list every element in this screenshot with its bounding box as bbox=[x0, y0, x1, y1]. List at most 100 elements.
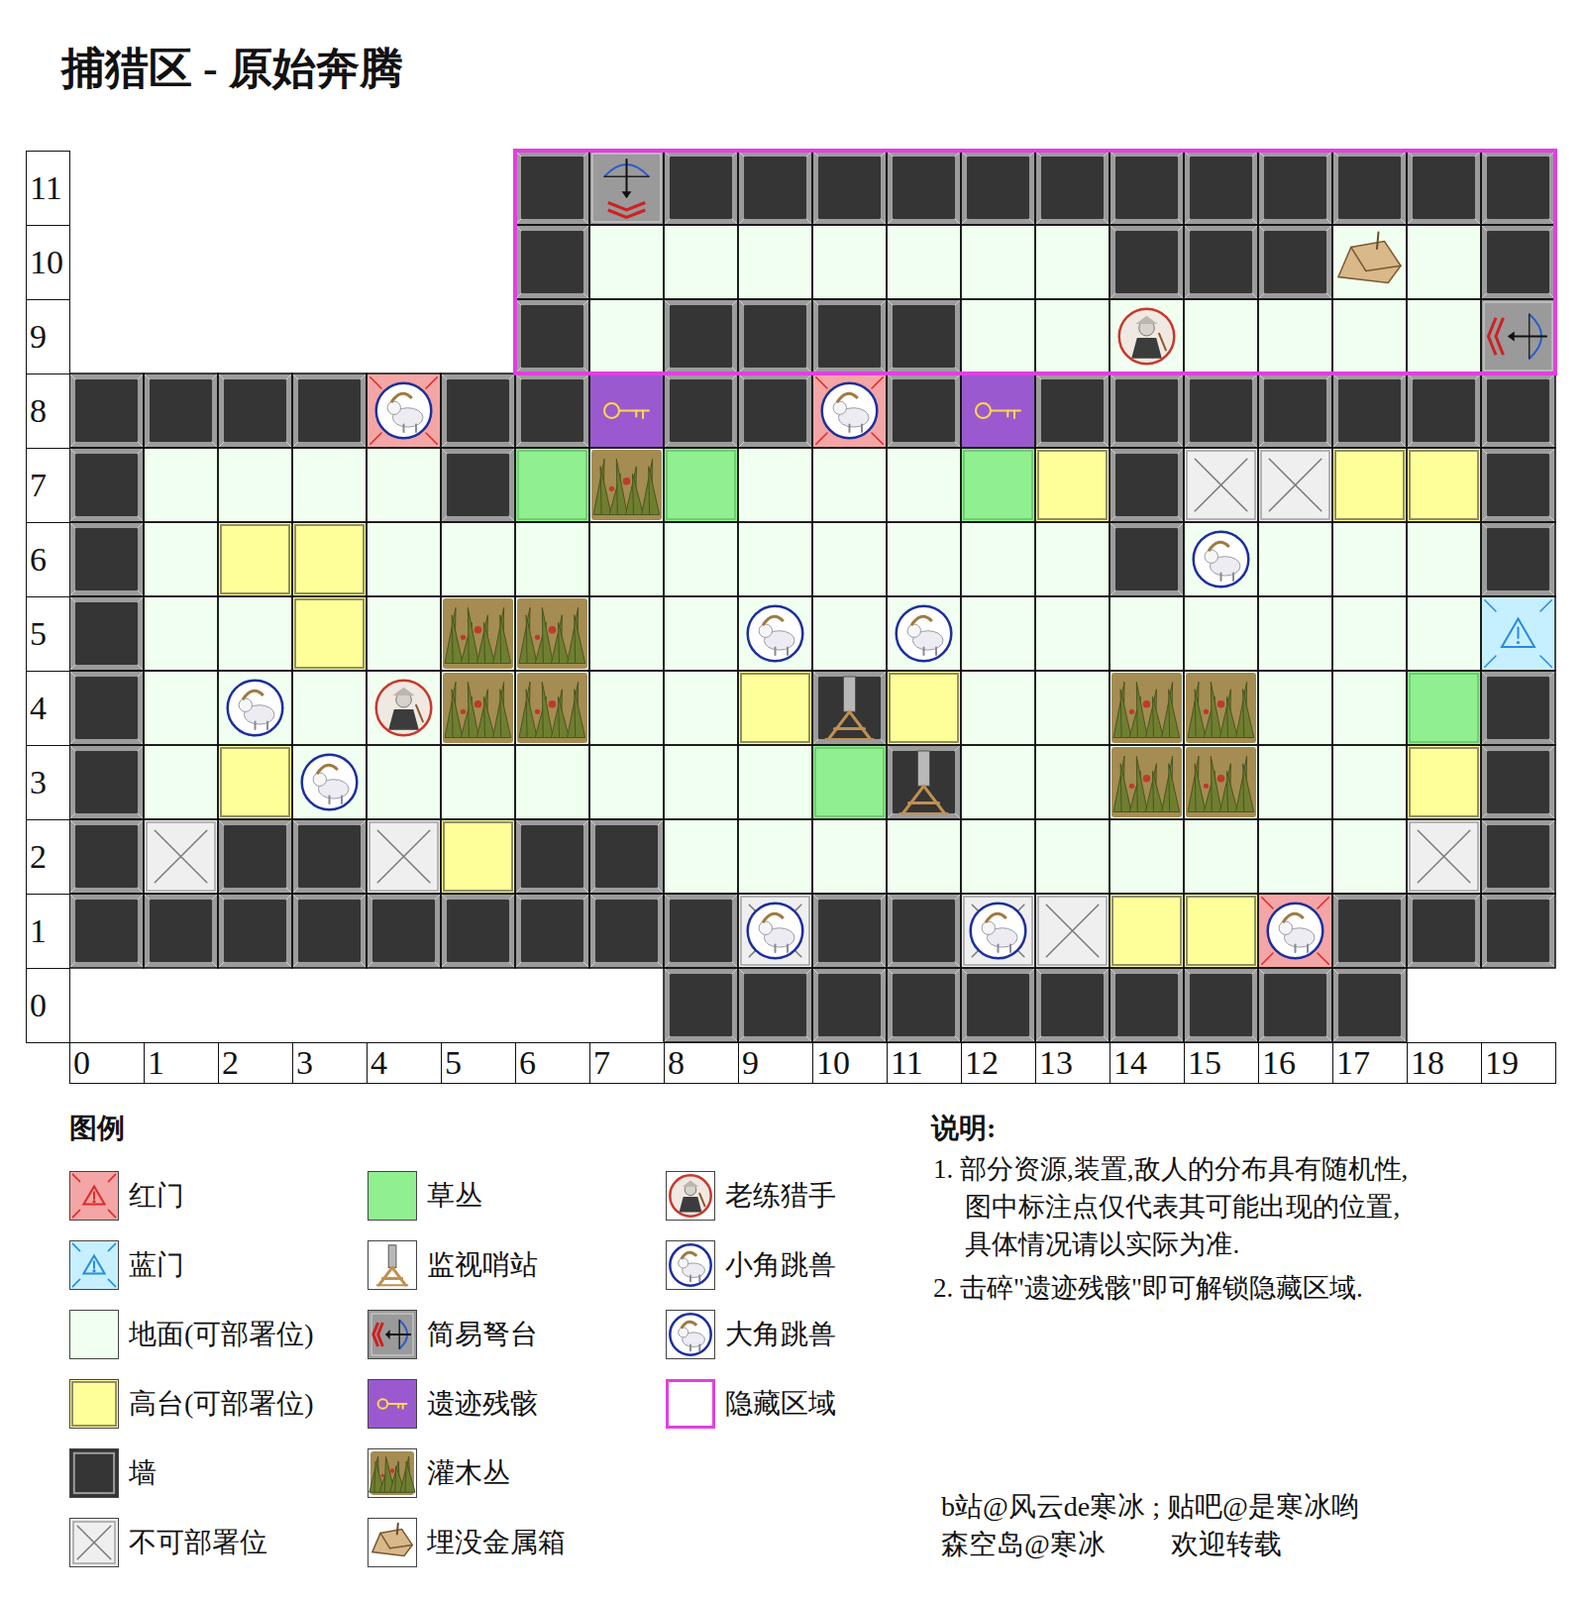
grid-lines-part bbox=[589, 893, 664, 968]
grid-lines-part bbox=[1406, 893, 1481, 968]
grid-lines-part bbox=[440, 522, 516, 597]
ground-tile bbox=[663, 522, 739, 597]
wall-tile-part bbox=[1549, 961, 1556, 968]
grid-lines-part bbox=[812, 299, 887, 374]
grass-tile-part bbox=[963, 450, 1033, 520]
wall-tile-part bbox=[521, 825, 584, 888]
grid-lines-part bbox=[1183, 522, 1259, 597]
goat-icon-part bbox=[1268, 903, 1324, 959]
wall-tile-part bbox=[75, 825, 138, 888]
bush-tile-part bbox=[451, 615, 463, 664]
ground-tile bbox=[1035, 819, 1110, 894]
goat-icon-part bbox=[387, 401, 401, 415]
wall-tile-part bbox=[1480, 893, 1487, 900]
warning-icon bbox=[1501, 619, 1535, 648]
wall-tile-part bbox=[137, 739, 144, 745]
wall-tile-part bbox=[583, 293, 590, 300]
wall-tile-part bbox=[1332, 967, 1407, 1043]
ground-tile bbox=[812, 819, 887, 894]
grass-tile-part bbox=[812, 744, 887, 820]
wall-tile-part bbox=[286, 819, 293, 826]
legend-icon bbox=[70, 1449, 118, 1497]
hunter-icon-part bbox=[376, 680, 432, 737]
goat-icon-part bbox=[242, 690, 264, 700]
wall-tile-part bbox=[1109, 218, 1116, 225]
wall-tile-part bbox=[954, 893, 961, 900]
wall-tile-part bbox=[1109, 590, 1116, 597]
wall-tile-part bbox=[1029, 967, 1036, 974]
ground-tile bbox=[217, 447, 293, 523]
grid-lines-part bbox=[1035, 819, 1110, 894]
wall-tile-part bbox=[1480, 447, 1556, 523]
wall-tile-part bbox=[1109, 224, 1116, 231]
relic-icon-part bbox=[619, 410, 649, 413]
ground-tile-part bbox=[960, 522, 1036, 597]
legend-text: 遗迹残骸 bbox=[426, 1384, 538, 1423]
wall-tile bbox=[69, 447, 144, 523]
grid-lines-part bbox=[292, 744, 367, 820]
no-deploy-tile-part bbox=[377, 830, 430, 883]
grid-lines-part bbox=[812, 744, 887, 820]
ground-tile-part bbox=[1035, 596, 1110, 671]
wall-tile-part bbox=[515, 224, 590, 300]
grid-lines-part bbox=[1406, 224, 1481, 300]
relic-icon bbox=[975, 403, 1021, 419]
ground-tile-part bbox=[1035, 522, 1110, 597]
ground-tile-part bbox=[1406, 596, 1481, 671]
grid-lines-part bbox=[143, 819, 218, 894]
wall-tile-part bbox=[1258, 967, 1333, 1043]
ground-tile-part bbox=[1332, 744, 1407, 820]
wall-tile-part bbox=[1115, 453, 1178, 517]
grid-lines-part bbox=[738, 373, 813, 448]
wall-tile-part bbox=[663, 893, 739, 968]
metal-box-icon-part bbox=[1366, 265, 1401, 271]
no-deploy-tile-part bbox=[1268, 458, 1322, 512]
ground-tile-part bbox=[1109, 670, 1184, 745]
wall-tile-part bbox=[137, 893, 144, 900]
ground-tile bbox=[738, 744, 813, 820]
high-ground-tile bbox=[1332, 447, 1407, 523]
wall-tile-part bbox=[743, 973, 807, 1037]
ground-tile-part bbox=[515, 744, 590, 820]
wall-tile bbox=[515, 819, 590, 894]
bush-tile bbox=[591, 449, 662, 521]
grid-lines-part bbox=[366, 447, 441, 523]
ground-tile bbox=[1332, 744, 1407, 820]
column-number: 11 bbox=[886, 1042, 962, 1084]
wall-tile-part bbox=[217, 819, 224, 826]
grid-lines-part bbox=[217, 522, 293, 597]
ground-tile-part bbox=[589, 447, 664, 523]
grid-lines-part bbox=[515, 299, 590, 374]
wall-tile-part bbox=[1480, 961, 1487, 968]
grid-lines-part bbox=[1035, 744, 1110, 820]
wall-tile-part bbox=[1177, 522, 1184, 529]
wall-tile-part bbox=[1115, 379, 1178, 442]
wall-tile-part bbox=[589, 887, 596, 894]
no-deploy-tile bbox=[1183, 447, 1259, 523]
wall-tile-part bbox=[669, 156, 733, 219]
blue-door-tile-part bbox=[1484, 655, 1496, 667]
wall-tile-part bbox=[669, 899, 733, 962]
grid-lines-part bbox=[886, 373, 961, 448]
legend-swatch bbox=[665, 1378, 716, 1429]
ground-tile bbox=[515, 744, 590, 820]
goat-icon-part bbox=[1204, 549, 1218, 563]
legend-text: 草丛 bbox=[426, 1176, 483, 1215]
legend-swatch bbox=[69, 1170, 119, 1221]
grid-lines-part bbox=[1035, 373, 1110, 448]
grid-lines-part bbox=[143, 522, 218, 597]
wall-tile-part bbox=[440, 893, 447, 900]
grid-lines-part bbox=[960, 522, 1036, 597]
no-deploy-tile bbox=[366, 819, 441, 894]
ground-tile bbox=[143, 596, 218, 671]
wall-tile-part bbox=[1475, 218, 1481, 225]
wall-tile bbox=[1480, 447, 1556, 523]
goat-icon-part bbox=[681, 1252, 698, 1260]
ground-tile bbox=[1035, 744, 1110, 820]
no-deploy-tile-part bbox=[70, 1518, 118, 1567]
wall-tile-part bbox=[137, 373, 144, 380]
wall-tile-part bbox=[812, 218, 819, 225]
wall-tile-part bbox=[1549, 441, 1556, 448]
metal-box-icon-part bbox=[1376, 232, 1379, 250]
ground-tile-part bbox=[663, 224, 739, 300]
